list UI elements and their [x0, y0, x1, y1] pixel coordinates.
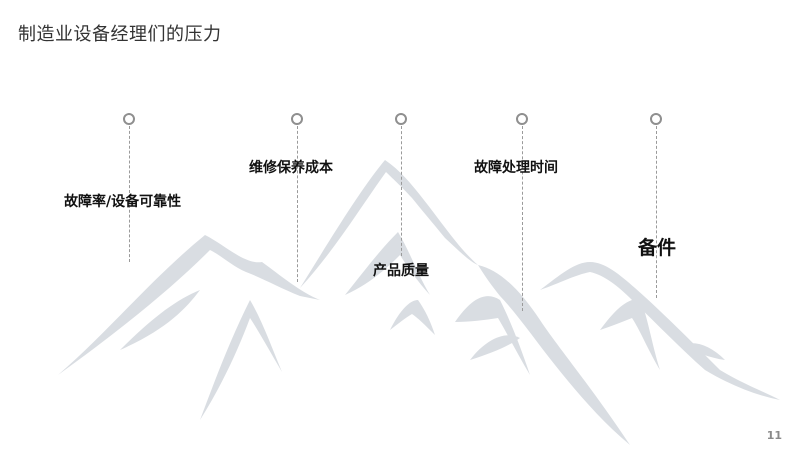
label-spare-parts: 备件	[638, 233, 676, 260]
label-product-quality: 产品质量	[373, 260, 429, 280]
dashed-stem	[401, 126, 402, 256]
pin-icon	[123, 113, 135, 125]
label-maintenance-cost: 维修保养成本	[249, 157, 333, 177]
label-handling-time: 故障处理时间	[474, 157, 558, 177]
pin-icon	[291, 113, 303, 125]
dashed-stem	[297, 126, 298, 282]
dashed-stem	[656, 126, 657, 298]
label-failure-rate: 故障率/设备可靠性	[64, 191, 181, 211]
pin-icon	[650, 113, 662, 125]
pin-icon	[395, 113, 407, 125]
page-number: 11	[767, 429, 782, 442]
dashed-stem	[522, 126, 523, 311]
pin-icon	[516, 113, 528, 125]
